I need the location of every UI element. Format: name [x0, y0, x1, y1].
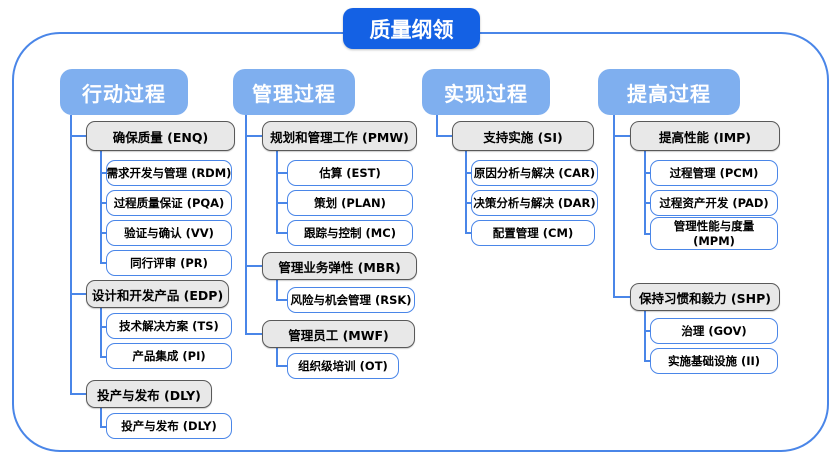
connector-line [276, 151, 278, 233]
node-dly: 投产与发布 (DLY) [86, 380, 212, 408]
connector-line [100, 408, 102, 426]
node-shp: 保持习惯和毅力 (SHP) [630, 283, 780, 311]
connector-line [100, 262, 106, 264]
node-edp: 设计和开发产品 (EDP) [86, 280, 229, 308]
connector-line [70, 293, 86, 295]
node-imp: 提高性能 (IMP) [630, 121, 780, 151]
connector-line [245, 333, 262, 335]
node-pi: 产品集成 (PI) [106, 343, 232, 369]
connector-line [465, 232, 471, 234]
connector-line [245, 265, 262, 267]
connector-line [276, 202, 287, 204]
connector-line [613, 296, 630, 298]
node-enq: 确保质量 (ENQ) [86, 121, 235, 151]
connector-line [276, 232, 287, 234]
connector-line [70, 135, 86, 137]
node-plan: 策划 (PLAN) [287, 190, 413, 216]
node-car: 原因分析与解决 (CAR) [471, 160, 598, 186]
connector-line [100, 202, 106, 204]
connector-line [644, 172, 650, 174]
connector-line [100, 172, 106, 174]
column-header-management-process: 管理过程 [233, 69, 355, 115]
connector-line [613, 135, 630, 137]
connector-line [613, 115, 615, 297]
node-est: 估算 (EST) [287, 160, 413, 186]
connector-line [100, 308, 102, 356]
connector-line [276, 172, 287, 174]
column-header-implementation-process: 实现过程 [422, 69, 550, 115]
connector-line [245, 135, 262, 137]
node-pcm: 过程管理 (PCM) [650, 160, 778, 186]
column-header-action-process: 行动过程 [60, 69, 188, 115]
connector-line [465, 202, 471, 204]
connector-line [644, 360, 650, 362]
connector-line [465, 172, 471, 174]
connector-line [644, 311, 646, 361]
node-vv: 验证与确认 (VV) [106, 220, 232, 246]
connector-line [465, 151, 467, 233]
node-mwf: 管理员工 (MWF) [262, 320, 415, 348]
connector-line [436, 115, 438, 136]
connector-line [644, 202, 650, 204]
connector-line [436, 135, 452, 137]
node-dar: 决策分析与解决 (DAR) [471, 190, 598, 216]
node-gov: 治理 (GOV) [650, 318, 778, 344]
node-ts: 技术解决方案 (TS) [106, 313, 232, 339]
column-header-improvement-process: 提高过程 [598, 69, 740, 115]
node-dly-sub: 投产与发布 (DLY) [106, 413, 232, 439]
node-mbr: 管理业务弹性 (MBR) [262, 252, 417, 280]
connector-line [70, 115, 72, 394]
connector-line [644, 330, 650, 332]
node-cm: 配置管理 (CM) [471, 220, 595, 246]
node-pad: 过程资产开发 (PAD) [650, 190, 778, 216]
node-si: 支持实施 (SI) [452, 121, 594, 151]
connector-line [100, 232, 106, 234]
connector-line [100, 426, 106, 428]
connector-line [644, 233, 650, 235]
node-rdm: 需求开发与管理 (RDM) [106, 160, 232, 186]
connector-line [276, 365, 287, 367]
connector-line [100, 356, 106, 358]
node-pr: 同行评审 (PR) [106, 250, 232, 276]
connector-line [245, 115, 247, 334]
connector-line [644, 151, 646, 234]
connector-line [100, 326, 106, 328]
connector-line [276, 280, 278, 300]
connector-line [276, 299, 287, 301]
node-rsk: 风险与机会管理 (RSK) [287, 287, 415, 313]
node-ot: 组织级培训 (OT) [287, 353, 399, 379]
page-title: 质量纲领 [343, 8, 480, 49]
connector-line [100, 151, 102, 263]
node-ii: 实施基础设施 (II) [650, 348, 778, 374]
node-mpm: 管理性能与度量 (MPM) [650, 217, 778, 250]
node-pqa: 过程质量保证 (PQA) [106, 190, 232, 216]
connector-line [276, 348, 278, 366]
connector-line [70, 393, 86, 395]
node-mc: 跟踪与控制 (MC) [287, 220, 413, 246]
node-pmw: 规划和管理工作 (PMW) [262, 121, 417, 151]
